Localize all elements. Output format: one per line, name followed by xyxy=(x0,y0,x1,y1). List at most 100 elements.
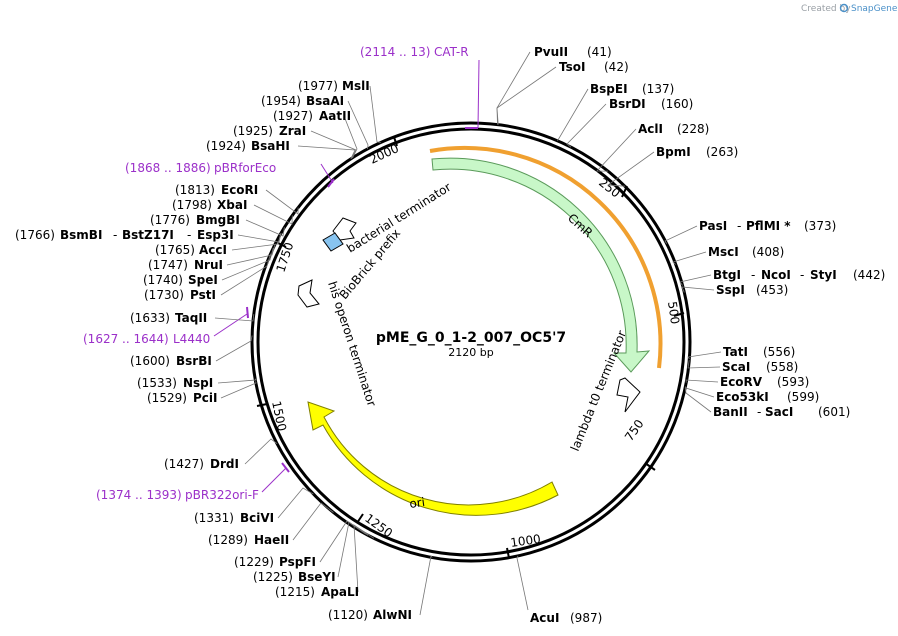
biobrick-prefix-box[interactable] xyxy=(322,232,344,252)
enzyme-eco53ki[interactable]: Eco53kI(599) xyxy=(716,390,819,404)
enzyme-leader-line xyxy=(516,555,529,611)
primer-cat-r[interactable]: (2114 .. 13) CAT-R xyxy=(360,45,480,129)
enzyme-bsahi[interactable]: (1924)BsaHI xyxy=(206,139,290,153)
enzyme-acli[interactable]: AclI(228) xyxy=(638,122,709,136)
tick-1500 xyxy=(256,403,268,407)
enzyme-leader-line xyxy=(265,189,299,215)
tick-label-1750: 1750 xyxy=(274,241,297,274)
enzyme-leader-line xyxy=(297,145,356,160)
cmr-highlight-strand xyxy=(429,145,663,369)
primer-pbrforeco[interactable]: (1868 .. 1886) pBRforEco xyxy=(125,161,335,188)
enzyme-pvuii[interactable]: PvuII(41) xyxy=(534,45,612,59)
enzyme-msci[interactable]: MscI(408) xyxy=(708,245,784,259)
tick-label-750: 750 xyxy=(622,417,647,444)
plasmid-name: pME_G_0_1-2_007_OC5'7 xyxy=(376,330,566,346)
snapgene-watermark: Created by SnapGene xyxy=(801,3,898,14)
tick-1000 xyxy=(506,547,510,559)
enzyme-bspei[interactable]: BspEI(137) xyxy=(590,82,674,96)
enzyme-bmgbi[interactable]: (1776)BmgBI xyxy=(150,213,240,227)
his-operon-terminator-label: his operon terminator xyxy=(325,280,379,409)
primer-pbrforeco-name: pBRforEco xyxy=(214,161,276,175)
enzymes-right: PvuII(41) TsoI(42) BspEI(137) BsrDI(160)… xyxy=(530,45,885,625)
enzyme-psti[interactable]: (1730)PstI xyxy=(144,288,216,302)
tick-750 xyxy=(644,462,656,471)
enzyme-msli[interactable]: (1977)MslI xyxy=(298,79,370,93)
lambda-t0-terminator-arrow[interactable] xyxy=(616,377,641,413)
enzyme-drui[interactable]: (1747)NruI xyxy=(148,258,223,272)
enzyme-tsoi[interactable]: TsoI(42) xyxy=(559,60,629,74)
enzyme-leader-line xyxy=(343,115,358,159)
enzyme-leader-line xyxy=(419,555,433,616)
enzyme-leader-line xyxy=(245,219,285,237)
enzyme-leader-line xyxy=(496,66,557,125)
watermark-brand: SnapGene xyxy=(851,4,898,14)
enzyme-alwni[interactable]: (1120)AlwNI xyxy=(328,608,412,622)
enzyme-pcii[interactable]: (1529)PciI xyxy=(147,391,218,405)
enzyme-pasi-pflmi[interactable]: PasI-PflMI *(373) xyxy=(699,219,836,233)
enzyme-leader-line xyxy=(684,387,712,413)
enzyme-ecori[interactable]: (1813)EcoRI xyxy=(175,183,258,197)
enzyme-acci[interactable]: (1765)AccI xyxy=(155,243,227,257)
enzyme-leader-line xyxy=(226,243,276,266)
enzyme-drdi[interactable]: (1427)DrdI xyxy=(164,457,239,471)
enzyme-leader-line xyxy=(214,314,255,322)
primer-cat-r-leader xyxy=(477,59,480,129)
primer-pbr322ori-f-name: pBR322ori-F xyxy=(185,488,259,502)
enzyme-leader-line xyxy=(353,524,375,593)
primer-l4440-leader xyxy=(213,313,248,337)
enzyme-bcivi[interactable]: (1331)BciVI xyxy=(194,511,274,525)
enzyme-nspi[interactable]: (1533)NspI xyxy=(137,376,213,390)
enzyme-leader-line xyxy=(606,151,655,187)
enzyme-ecorv[interactable]: EcoRV(593) xyxy=(720,375,809,389)
primer-l4440-name: L4440 xyxy=(173,332,210,346)
primer-l4440-range: (1627 .. 1644) xyxy=(83,332,169,346)
his-operon-terminator-arrow[interactable] xyxy=(297,279,320,308)
enzyme-bsaai[interactable]: (1954)BsaAI xyxy=(261,94,344,108)
enzyme-apali[interactable]: (1215)ApaLI xyxy=(275,585,359,599)
enzyme-banii-saci[interactable]: BanII-SacI(601) xyxy=(713,405,850,419)
enzyme-sspi[interactable]: SspI(453) xyxy=(716,283,788,297)
enzyme-bsrdi[interactable]: BsrDI(160) xyxy=(609,97,693,111)
primer-pbr322ori-f[interactable]: (1374 .. 1393) pBR322ori-F xyxy=(96,462,290,502)
tick-250 xyxy=(621,185,628,198)
enzyme-aatii[interactable]: (1927)AatII xyxy=(273,109,351,123)
enzyme-taqii[interactable]: (1633)TaqII xyxy=(130,311,207,325)
tick-1250 xyxy=(356,513,364,524)
enzymes-left: (1977)MslI (1954)BsaAI (1927)AatII (1925… xyxy=(15,79,412,622)
enzyme-leader-line xyxy=(337,521,369,578)
enzyme-pspfi[interactable]: (1229)PspFI xyxy=(234,555,316,569)
enzyme-leader-line xyxy=(566,103,607,148)
enzyme-spei[interactable]: (1740)SpeI xyxy=(143,273,218,287)
primer-pbrforeco-mark xyxy=(327,178,335,188)
primer-cat-r-range: (2114 .. 13) xyxy=(360,45,430,59)
enzyme-btgi-ncoi-styi[interactable]: BtgI-NcoI-StyI(442) xyxy=(713,268,885,282)
enzyme-zrai[interactable]: (1925)ZraI xyxy=(233,124,306,138)
enzyme-leader-line xyxy=(347,100,369,150)
enzyme-leader-line xyxy=(319,520,367,563)
enzyme-leader-line xyxy=(217,378,257,384)
enzyme-bseyi[interactable]: (1225)BseYI xyxy=(253,570,336,584)
enzyme-leader-line xyxy=(679,274,712,286)
enzyme-leader-line xyxy=(687,360,721,369)
enzyme-acui[interactable]: AcuI(987) xyxy=(530,611,602,625)
enzyme-leader-line xyxy=(672,251,707,265)
primer-pbr322ori-f-range: (1374 .. 1393) xyxy=(96,488,182,502)
enzyme-leader-line xyxy=(557,88,589,142)
primer-l4440[interactable]: (1627 .. 1644) L4440 xyxy=(83,306,249,346)
enzyme-bpmi[interactable]: BpmI(263) xyxy=(656,145,738,159)
enzyme-tati[interactable]: TatI(556) xyxy=(723,345,795,359)
enzyme-leader-line xyxy=(310,130,357,159)
tick-label-500: 500 xyxy=(665,300,682,325)
enzyme-scai[interactable]: ScaI(558) xyxy=(722,360,798,374)
tick-500 xyxy=(673,312,685,317)
enzyme-xbai[interactable]: (1798)XbaI xyxy=(172,198,247,212)
enzyme-leader-lines xyxy=(214,51,722,616)
enzyme-bsmbi-bstz17i-esp3i[interactable]: (1766)BsmBI-BstZ17I-Esp3I xyxy=(15,228,234,242)
enzyme-haeii[interactable]: (1289)HaeII xyxy=(208,533,289,547)
enzyme-bsrbi[interactable]: (1600)BsrBI xyxy=(130,354,212,368)
ori-feature-arrow[interactable] xyxy=(307,401,559,516)
cmr-feature-arrow[interactable] xyxy=(431,157,651,373)
tick-label-1500: 1500 xyxy=(269,400,289,433)
